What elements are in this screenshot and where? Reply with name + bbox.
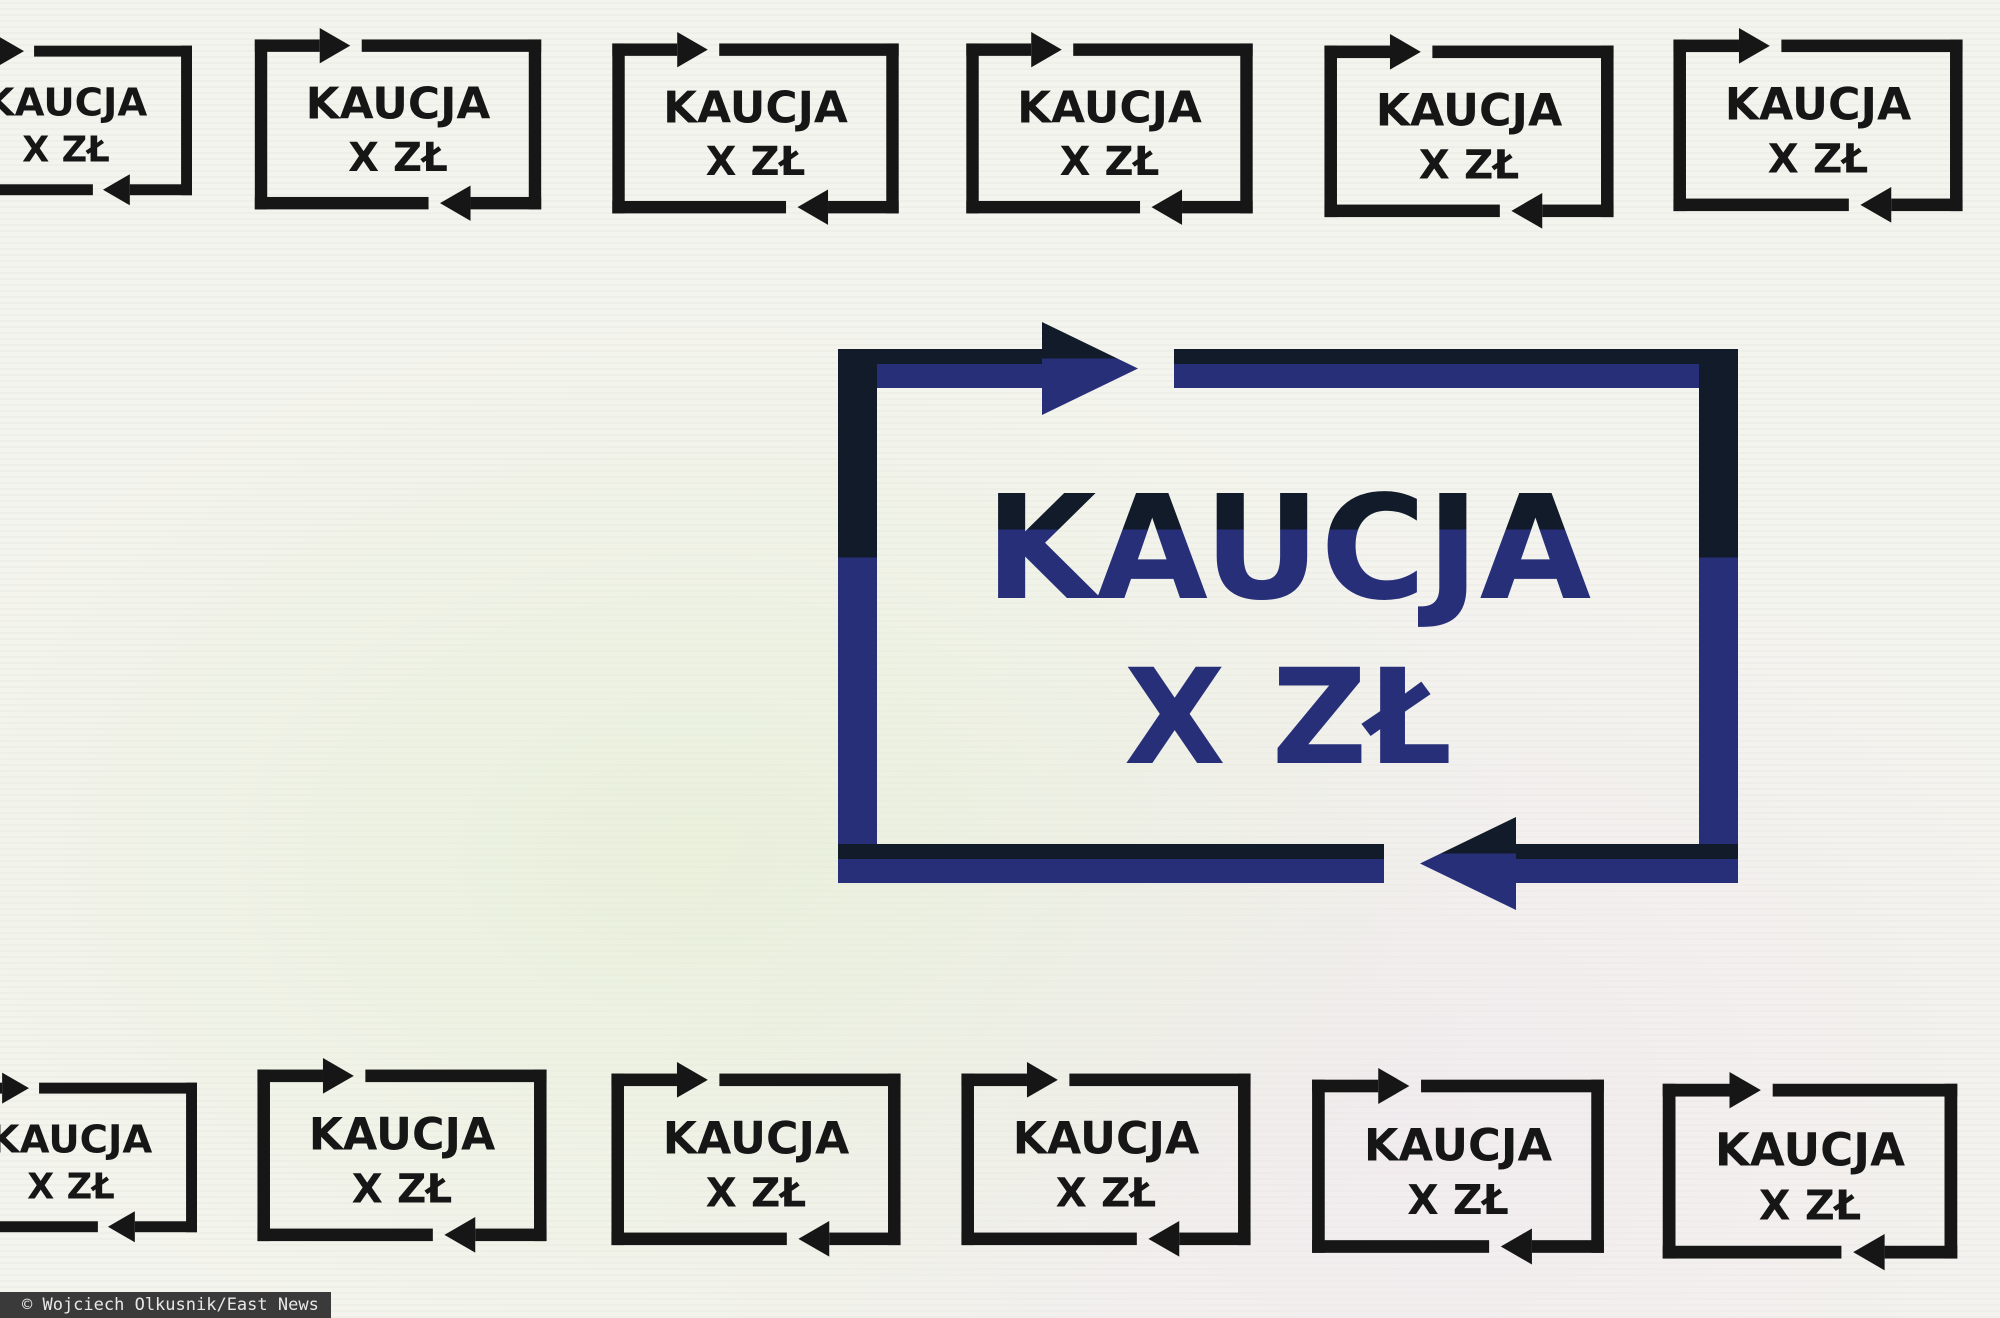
small-logo-line2: X ZŁ bbox=[706, 1169, 807, 1217]
small-logo: KAUCJA X ZŁ bbox=[1660, 1072, 1960, 1288]
small-logo: KAUCJA X ZŁ bbox=[0, 28, 192, 228]
recycle-arrows-icon: KAUCJA X ZŁ bbox=[612, 32, 899, 225]
small-logo-line2: X ZŁ bbox=[1407, 1176, 1509, 1224]
recycle-arrows-icon: KAUCJA X ZŁ bbox=[257, 1058, 547, 1253]
small-logo-line2: X ZŁ bbox=[348, 135, 448, 181]
small-logo-line2: X ZŁ bbox=[1419, 141, 1520, 189]
small-logo-line2: X ZŁ bbox=[1056, 1169, 1157, 1217]
recycle-arrows-icon: KAUCJA X ZŁ bbox=[1312, 1068, 1604, 1265]
small-logo-line1: KAUCJA bbox=[663, 83, 848, 134]
recycle-arrows-icon: KAUCJA X ZŁ bbox=[838, 322, 1738, 910]
recycle-arrows-icon: KAUCJA X ZŁ bbox=[1662, 1072, 1958, 1271]
recycle-arrows-icon: KAUCJA X ZŁ bbox=[1324, 34, 1614, 229]
small-logo: KAUCJA X ZŁ bbox=[1672, 28, 1964, 240]
small-logo: KAUCJA X ZŁ bbox=[1320, 34, 1618, 246]
recycle-arrows-icon: KAUCJA X ZŁ bbox=[0, 1072, 197, 1243]
small-logo: KAUCJA X ZŁ bbox=[0, 1060, 197, 1270]
photo-credit: © Wojciech Olkusnik/East News bbox=[0, 1292, 331, 1318]
small-logo-line1: KAUCJA bbox=[309, 1110, 496, 1161]
small-logo: KAUCJA X ZŁ bbox=[962, 32, 1257, 242]
small-logo: KAUCJA X ZŁ bbox=[608, 1062, 904, 1274]
small-logo-line2: X ZŁ bbox=[352, 1165, 453, 1213]
small-logo-line1: KAUCJA bbox=[1017, 83, 1202, 134]
main-logo-line1: KAUCJA bbox=[985, 464, 1591, 632]
recycle-arrows-icon: KAUCJA X ZŁ bbox=[254, 28, 542, 221]
small-logo-line1: KAUCJA bbox=[0, 80, 147, 125]
small-logo: KAUCJA X ZŁ bbox=[608, 32, 903, 242]
small-logo-line2: X ZŁ bbox=[27, 1167, 115, 1208]
small-logo-line1: KAUCJA bbox=[306, 79, 491, 130]
small-logo-line2: X ZŁ bbox=[1768, 135, 1869, 183]
small-logo-line1: KAUCJA bbox=[0, 1117, 152, 1162]
main-logo: KAUCJA X ZŁ bbox=[838, 313, 1738, 973]
small-logo-line1: KAUCJA bbox=[663, 1114, 850, 1165]
small-logo: KAUCJA X ZŁ bbox=[1310, 1068, 1606, 1282]
small-logo: KAUCJA X ZŁ bbox=[254, 1058, 550, 1270]
recycle-arrows-icon: KAUCJA X ZŁ bbox=[0, 37, 192, 206]
small-logo-line1: KAUCJA bbox=[1364, 1118, 1553, 1171]
recycle-arrows-icon: KAUCJA X ZŁ bbox=[966, 32, 1253, 225]
small-logo-line1: KAUCJA bbox=[1013, 1114, 1200, 1165]
small-logo-line2: X ZŁ bbox=[706, 139, 806, 185]
small-logo-line2: X ZŁ bbox=[22, 130, 110, 171]
main-logo-line2: X ZŁ bbox=[1124, 641, 1452, 795]
recycle-arrows-icon: KAUCJA X ZŁ bbox=[611, 1062, 901, 1257]
small-logo-line1: KAUCJA bbox=[1715, 1123, 1905, 1176]
recycle-arrows-icon: KAUCJA X ZŁ bbox=[1673, 28, 1963, 223]
small-logo-line2: X ZŁ bbox=[1759, 1181, 1861, 1229]
small-logo-line2: X ZŁ bbox=[1060, 139, 1160, 185]
small-logo: KAUCJA X ZŁ bbox=[248, 28, 548, 238]
recycle-arrows-icon: KAUCJA X ZŁ bbox=[961, 1062, 1251, 1257]
small-logo-line1: KAUCJA bbox=[1376, 86, 1563, 137]
small-logo: KAUCJA X ZŁ bbox=[958, 1062, 1254, 1274]
small-logo-line1: KAUCJA bbox=[1725, 80, 1912, 131]
